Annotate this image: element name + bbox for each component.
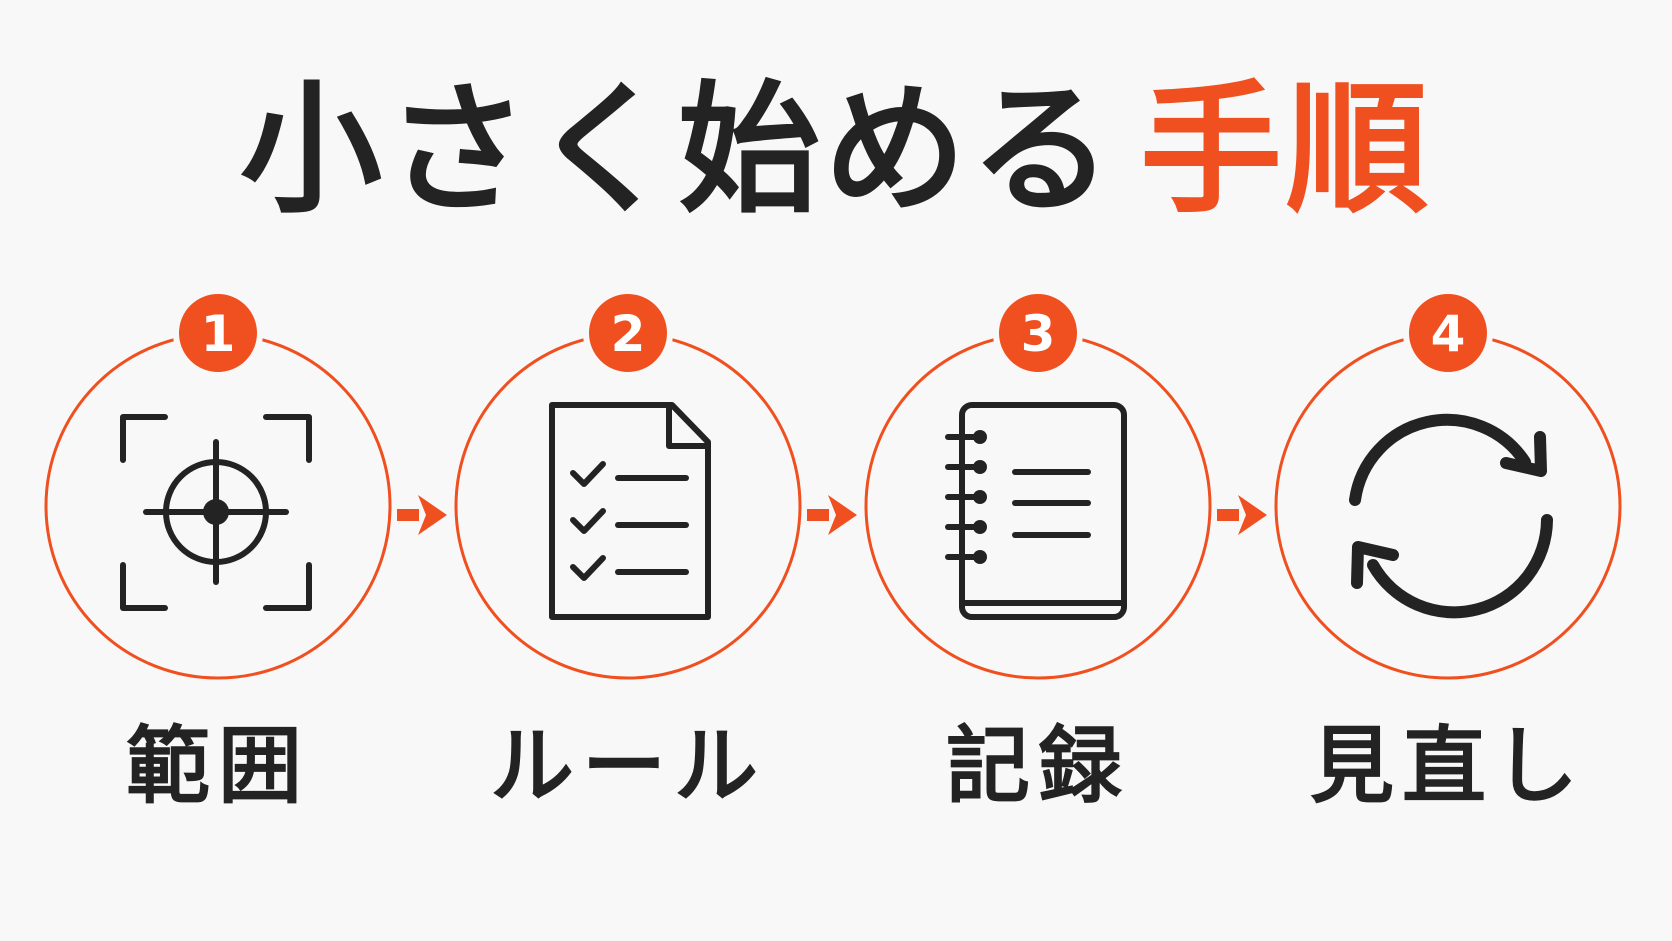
page-title: 小さく始める手順 bbox=[0, 66, 1672, 236]
step-4-label: 見直し bbox=[1309, 717, 1586, 815]
arrow-right-icon bbox=[807, 495, 857, 535]
step-2-circle bbox=[454, 332, 802, 680]
step-2-label: ルール bbox=[489, 717, 766, 815]
refresh-cycle-icon bbox=[1349, 413, 1553, 619]
checklist-document-icon bbox=[549, 402, 711, 620]
target-crosshair-icon bbox=[120, 414, 312, 611]
spiral-notebook-icon bbox=[945, 402, 1127, 620]
step-1-badge: 1 bbox=[173, 288, 263, 378]
step-1-number: 1 bbox=[201, 305, 236, 363]
title-main: 小さく始める bbox=[240, 68, 1116, 233]
arrow-right-icon bbox=[1217, 495, 1267, 535]
step-4-number: 4 bbox=[1431, 305, 1466, 363]
step-2-badge: 2 bbox=[583, 288, 673, 378]
step-3-badge: 3 bbox=[993, 288, 1083, 378]
step-4-badge: 4 bbox=[1403, 288, 1493, 378]
step-3-number: 3 bbox=[1021, 305, 1056, 363]
title-accent: 手順 bbox=[1140, 68, 1432, 233]
step-4-circle bbox=[1274, 332, 1622, 680]
step-1-label: 範囲 bbox=[125, 717, 310, 815]
step-2-number: 2 bbox=[611, 305, 646, 363]
arrow-right-icon bbox=[397, 495, 447, 535]
step-3-label: 記録 bbox=[945, 717, 1130, 815]
